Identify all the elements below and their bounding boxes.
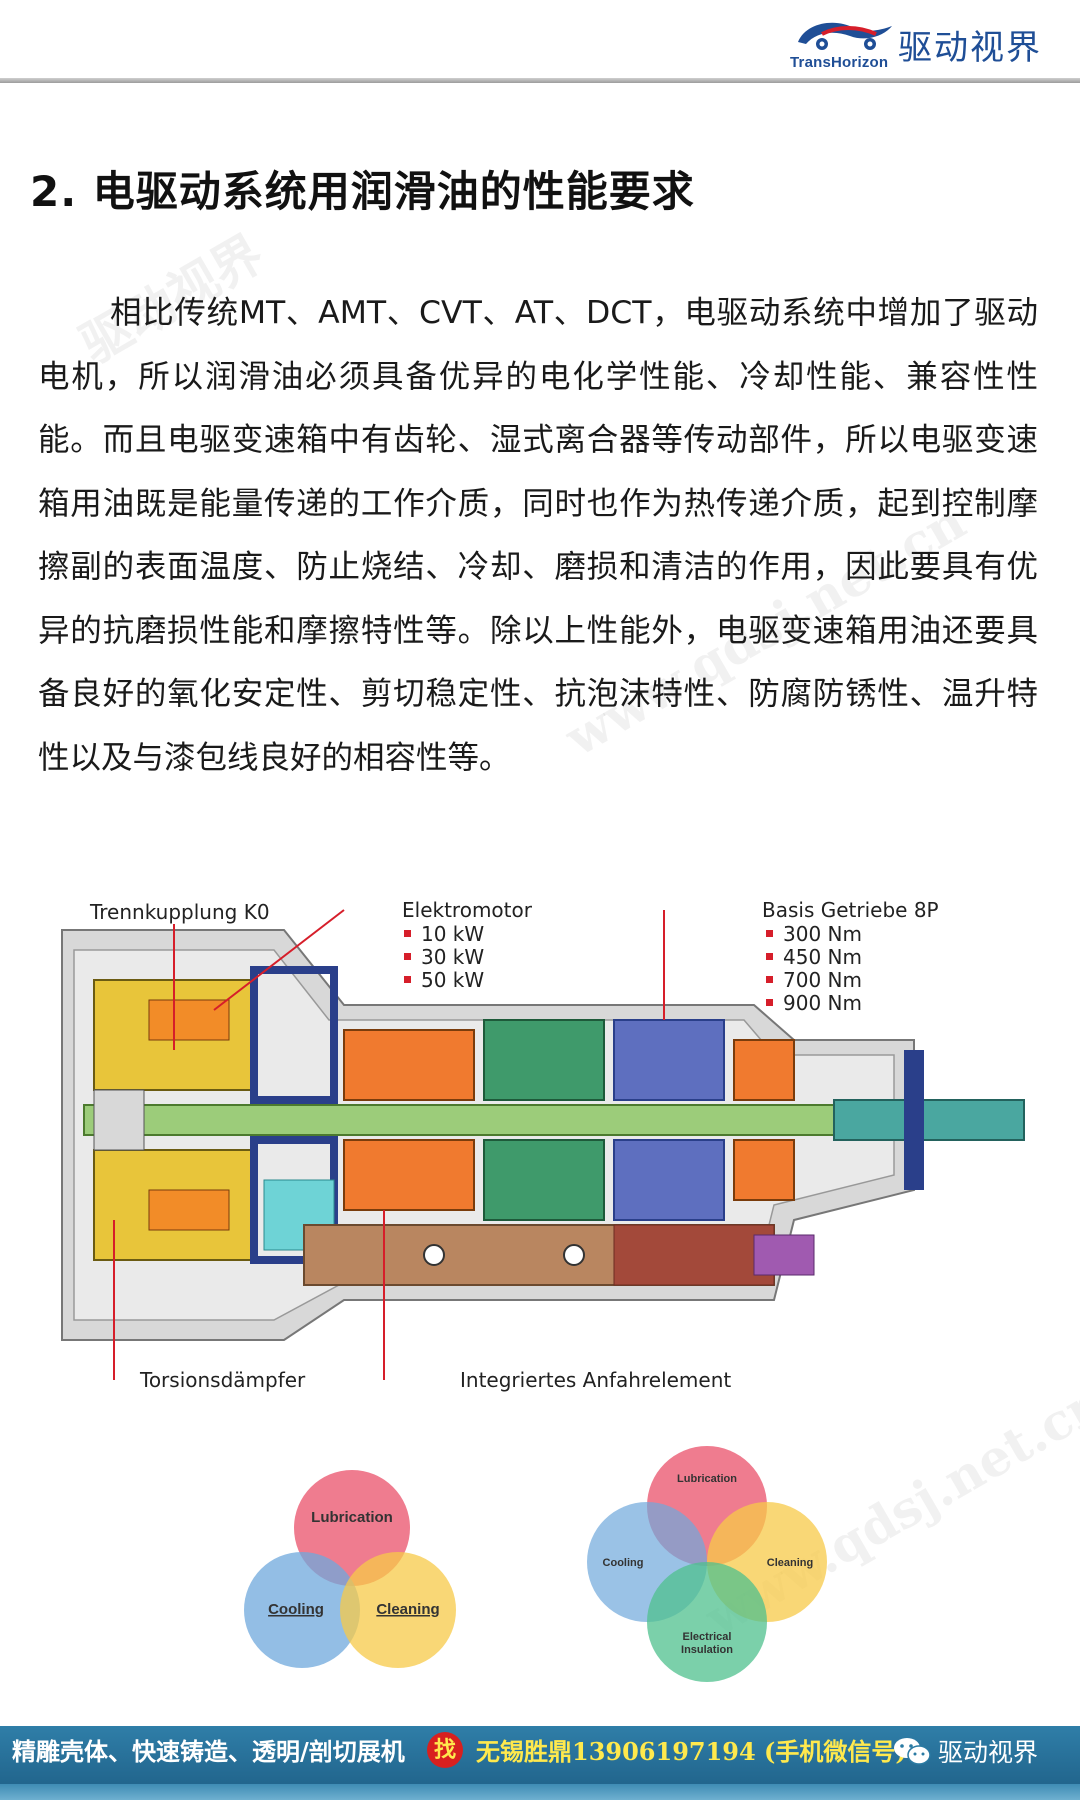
header-divider [0,78,1080,83]
footer-contact-text: 无锡胜鼎13906197194 (手机微信号) [476,1737,907,1766]
basis-item: 300 Nm [766,922,862,946]
footer-stripe [0,1784,1080,1800]
label-basis-getriebe: Basis Getriebe 8P [762,898,939,922]
transhorizon-logo: TransHorizon 驱动视界 [790,14,1070,74]
label-integriertes-anfahrelement: Integriertes Anfahrelement [460,1368,732,1392]
venn-left-cooling: Cooling [268,1601,324,1618]
logo-english-name: TransHorizon [790,54,889,71]
venn-three-circles: Lubrication Cooling Cleaning [244,1470,456,1668]
footer-services-text: 精雕壳体、快速铸造、透明/剖切展机 [12,1737,405,1766]
footer-brand-name: 驱动视界 [938,1738,1039,1767]
venn-right-insulation: Insulation [681,1644,733,1656]
transmission-cutaway-image [61,909,1025,1380]
page-header: TransHorizon 驱动视界 [0,0,1080,80]
elektromotor-item: 50 kW [404,968,484,992]
venn-right-cleaning: Cleaning [767,1557,813,1569]
venn-right-electrical: Electrical [683,1631,732,1643]
venn-four-circles: Lubrication Cooling Cleaning Electrical … [587,1446,827,1682]
wechat-icon [894,1738,931,1765]
label-trennkupplung: Trennkupplung K0 [90,900,270,924]
car-swirl-logo-icon [798,22,892,50]
venn-cleaning-circle [340,1552,456,1668]
transmission-cutaway-diagram: Trennkupplung K0 Elektromotor 10 kW 30 k… [54,890,1044,1392]
footer-find-badge: 找 [427,1732,463,1768]
basis-item: 450 Nm [766,945,862,969]
basis-item: 700 Nm [766,968,862,992]
venn-right-lubrication: Lubrication [677,1473,737,1485]
elektromotor-item: 30 kW [404,945,484,969]
venn-cooling-circle [244,1552,360,1668]
elektromotor-item: 10 kW [404,922,484,946]
page-title: 2. 电驱动系统用润滑油的性能要求 [30,167,695,216]
basis-item: 900 Nm [766,991,862,1015]
body-paragraph: 相比传统MT、AMT、CVT、AT、DCT，电驱动系统中增加了驱动电机，所以润滑… [38,295,1038,776]
venn-insulation-circle [647,1562,767,1682]
venn-left-lubrication: Lubrication [311,1509,393,1526]
logo-chinese-name: 驱动视界 [898,28,1042,68]
label-elektromotor: Elektromotor [402,898,532,922]
label-torsionsdampfer: Torsionsdämpfer [140,1368,306,1392]
venn-right-cooling: Cooling [603,1557,644,1569]
venn-left-cleaning: Cleaning [376,1601,439,1618]
